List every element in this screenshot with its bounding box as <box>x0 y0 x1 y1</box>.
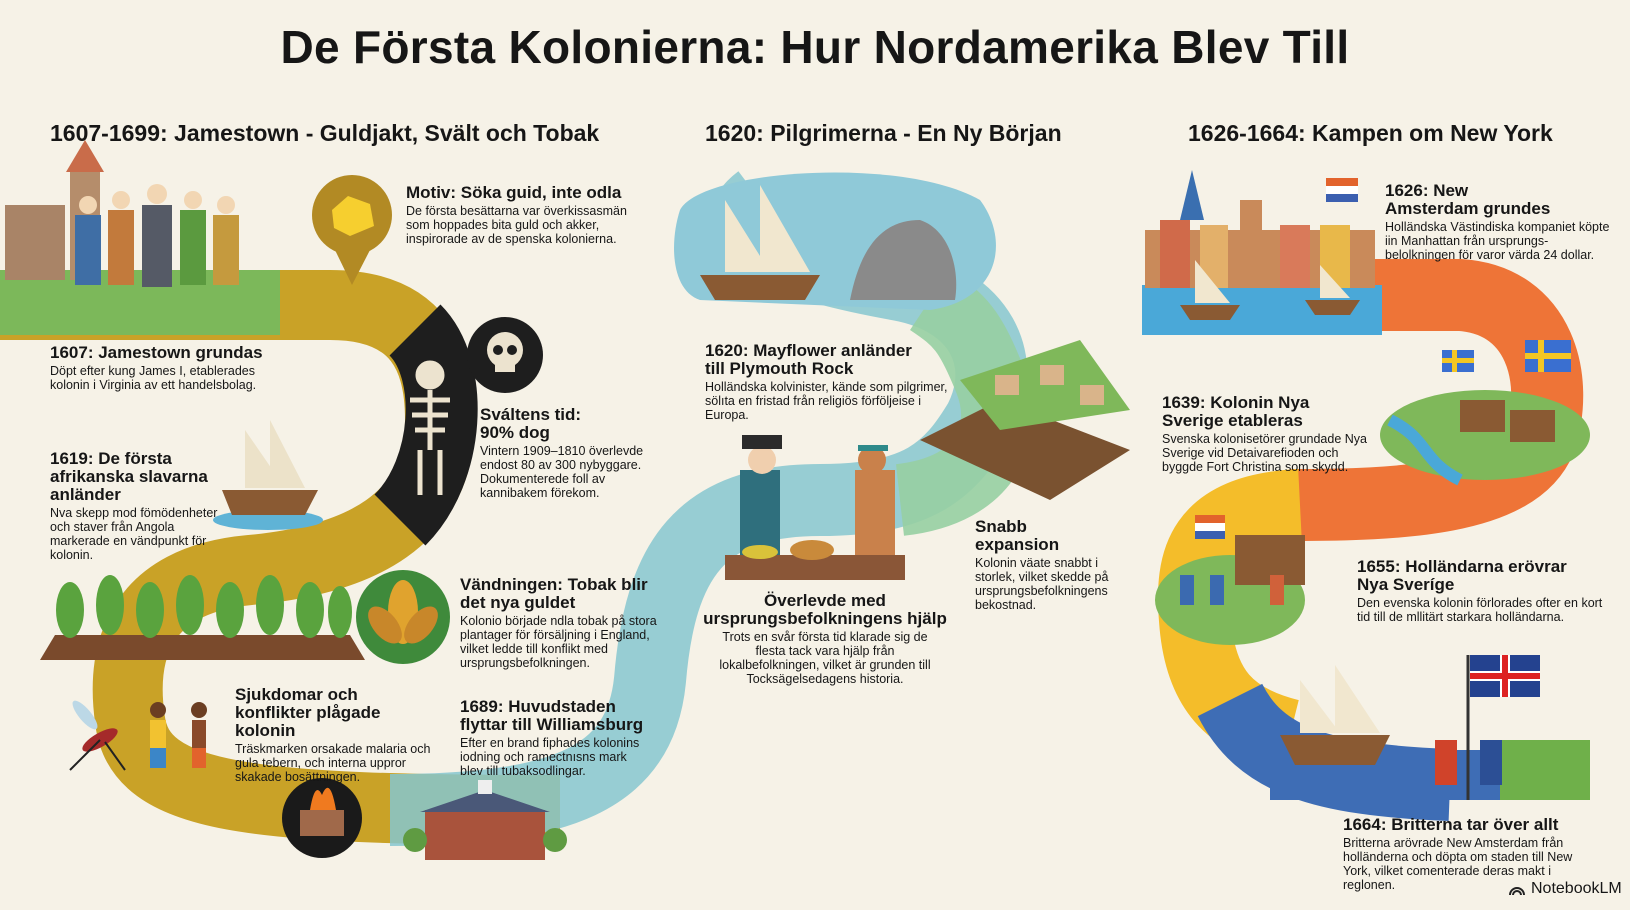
event-text: Holländska Västindiska kompaniet köpte i… <box>1385 220 1610 262</box>
event-text: Döpt efter kung James I, etablerades kol… <box>50 364 257 392</box>
handshake-scene <box>725 435 905 580</box>
conflict-icon <box>150 702 207 768</box>
timeline-path-starvation <box>373 304 478 546</box>
event-title: Sváltens tid: 90% dog <box>480 405 582 442</box>
notebooklm-logo-icon <box>1509 887 1525 896</box>
event-mayflower: 1620: Mayflower anländer till Plymouth R… <box>705 341 950 423</box>
new-sweden-scene <box>1380 340 1590 486</box>
event-text: De första besättarna var överkissasmän s… <box>406 204 627 246</box>
tobacco-leaf-icon <box>356 570 450 664</box>
event-text: Trots en svår första tid klarade sig de … <box>719 630 931 686</box>
event-williamsburg: 1689: Huvudstaden flyttar till Williamsb… <box>460 697 650 779</box>
event-text: Nva skepp mod fömödenheter och staver fr… <box>50 506 218 562</box>
new-amsterdam-scene <box>1142 170 1382 335</box>
event-text: Kolonin väate snabbt i storlek, vilket s… <box>975 556 1109 612</box>
event-british: 1664: Britterna tar över allt Britterna … <box>1343 815 1603 893</box>
village-farm-scene <box>920 340 1130 500</box>
event-title: 1620: Mayflower anländer till Plymouth R… <box>705 341 912 378</box>
settlers-scene <box>0 140 280 335</box>
event-text: Svenska kolonisetörer grundade Nya Sveri… <box>1162 432 1367 474</box>
event-text: Den evenska kolonin förlorades ofter en … <box>1357 596 1603 624</box>
event-text: Träskmarken orsakade malaria och gula te… <box>235 742 431 784</box>
gold-nugget-icon <box>312 175 392 285</box>
skull-icon <box>467 317 543 393</box>
event-text: Britterna arövrade New Amsterdam från ho… <box>1343 836 1573 892</box>
event-title: 1664: Britterna tar över allt <box>1343 815 1559 834</box>
dutch-conquest-scene <box>1155 515 1305 645</box>
event-title: Snabb expansion <box>975 517 1060 554</box>
event-first-slaves: 1619: De första afrikanska slavarna anlä… <box>50 449 220 563</box>
skeleton-icon <box>410 360 450 495</box>
event-title: 1619: De första afrikanska slavarna anlä… <box>50 449 208 504</box>
event-disease: Sjukdomar och konflikter plågade kolonin… <box>235 685 435 785</box>
section-heading-pilgrims: 1620: Pilgrimerna - En Ny Början <box>705 120 1062 146</box>
event-title: 1626: New Amsterdam grundes <box>1385 181 1551 218</box>
event-title: Sjukdomar och konflikter plågade kolonin <box>235 685 381 740</box>
event-motiv: Motiv: Söka guid, inte odla De första be… <box>406 183 636 247</box>
event-new-amsterdam: 1626: New Amsterdam grundes Holländska V… <box>1385 181 1610 263</box>
event-title: Vändningen: Tobak blir det nya guldet <box>460 575 648 612</box>
tobacco-field <box>40 575 365 660</box>
slave-ship-icon <box>213 420 323 530</box>
event-title: 1689: Huvudstaden flyttar till Williamsb… <box>460 697 644 734</box>
burning-fort-icon <box>282 778 362 858</box>
event-text: Kolonio började ndla tobak på stora plan… <box>460 614 657 670</box>
mosquito-icon <box>69 700 126 771</box>
event-survived: Överlevde med ursprungsbefolkningens hjä… <box>690 591 960 687</box>
event-expansion: Snabb expansion Kolonin väate snabbt i s… <box>975 517 1115 613</box>
section-heading-jamestown: 1607-1699: Jamestown - Guldjakt, Svält o… <box>50 120 600 146</box>
event-jamestown: 1607: Jamestown grundas Döpt efter kung … <box>50 343 270 393</box>
event-new-sweden: 1639: Kolonin Nya Sverige etableras Sven… <box>1162 393 1372 475</box>
brand-label: NotebookLM <box>1531 880 1622 897</box>
event-text: Efter en brand fiphades kolonins iodning… <box>460 736 640 778</box>
williamsburg-building <box>403 780 567 860</box>
event-title: Överlevde med ursprungsbefolkningens hjä… <box>703 591 947 628</box>
section-heading-new-york: 1626-1664: Kampen om New York <box>1188 120 1553 146</box>
notebooklm-brand: NotebookLM <box>1508 880 1622 898</box>
event-title: 1607: Jamestown grundas <box>50 343 263 362</box>
event-starvation: Sváltens tid: 90% dog Vintern 1909–1810 … <box>480 405 660 501</box>
event-tobacco: Vändningen: Tobak blir det nya guldet Ko… <box>460 575 660 671</box>
british-takeover-scene <box>1270 655 1590 800</box>
event-title: 1639: Kolonin Nya Sverige etableras <box>1162 393 1310 430</box>
mayflower-scene <box>674 172 996 310</box>
event-title: 1655: Holländarna erövrar Nya Sveríge <box>1357 557 1567 594</box>
event-text: Holländska kolvinister, kände som pilgri… <box>705 380 948 422</box>
event-text: Vintern 1909–1810 överlevde endost 80 av… <box>480 444 644 500</box>
event-title: Motiv: Söka guid, inte odla <box>406 183 622 202</box>
event-dutch-conquest: 1655: Holländarna erövrar Nya Sveríge De… <box>1357 557 1612 625</box>
page-title: De Första Kolonierna: Hur Nordamerika Bl… <box>280 21 1350 73</box>
